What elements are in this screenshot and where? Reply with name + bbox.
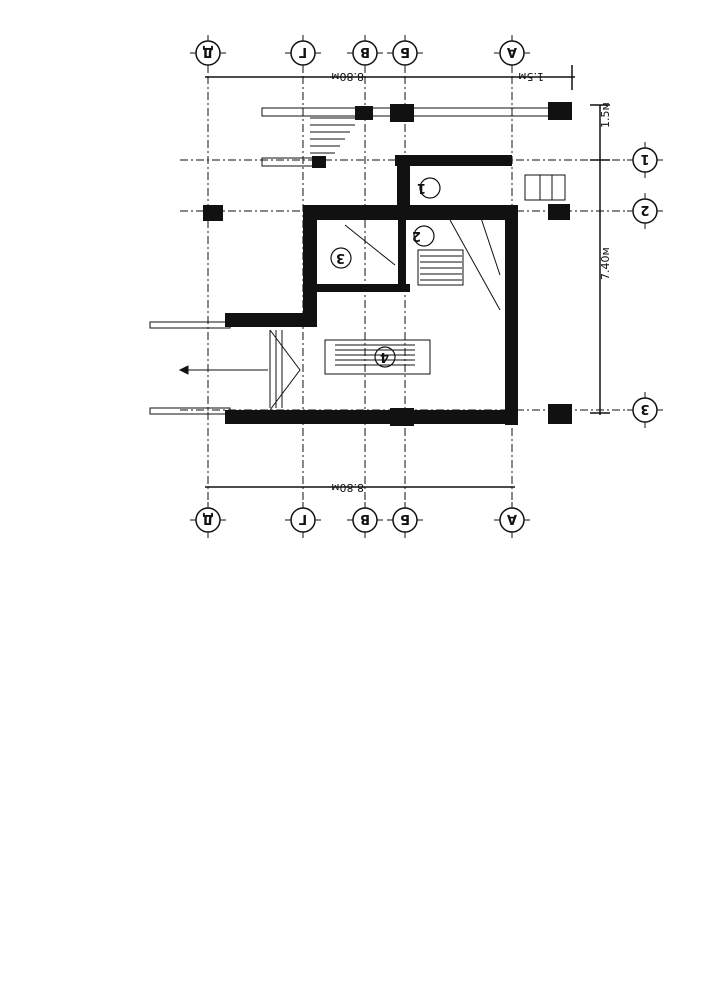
- axis-bottom-3-label: Б: [400, 511, 410, 526]
- dim-right-length: 7.40м: [599, 247, 612, 280]
- dim-top-width: 8.80м: [331, 70, 364, 83]
- axis-top-2: В: [347, 35, 383, 71]
- axis-bottom-4-label: А: [507, 511, 517, 526]
- axis-bottom-0-label: Д: [202, 511, 214, 526]
- dim-right-offset: 1.5м: [599, 102, 612, 128]
- room-2-label: 2: [412, 228, 421, 243]
- axis-top-3: Б: [387, 35, 423, 71]
- stairs-and-outlines: [149, 107, 566, 415]
- dimension-lines: [205, 65, 610, 488]
- axis-bottom-1-label: Г: [299, 511, 307, 526]
- room-1-label: 1: [417, 180, 426, 195]
- axis-bottom-1: Г: [285, 502, 321, 538]
- axis-top-1-label: Г: [299, 44, 307, 59]
- room-circles: [330, 177, 441, 368]
- axis-bottom-4: А: [494, 502, 530, 538]
- axis-right-2: 2: [627, 193, 663, 229]
- axis-bottom-2: В: [347, 502, 383, 538]
- dim-top-offset: 1.5м: [518, 70, 544, 83]
- axis-bottom-3: Б: [387, 502, 423, 538]
- axis-bottom-0: Д: [190, 502, 226, 538]
- axis-top-0-label: Д: [202, 44, 214, 59]
- axis-top-1: Г: [285, 35, 321, 71]
- axis-bottom-2-label: В: [360, 511, 370, 526]
- axis-top-2-label: В: [360, 44, 370, 59]
- axis-top-4: А: [494, 35, 530, 71]
- axis-top-0: Д: [190, 35, 226, 71]
- dim-bottom-width: 8.80м: [331, 481, 364, 494]
- walls: [225, 155, 518, 425]
- axis-right-3-label: 3: [640, 401, 649, 416]
- axis-right-3: 3: [627, 392, 663, 428]
- room-3-label: 3: [336, 250, 345, 265]
- axis-markers: Д Д Г Г В В Б Б А А 1 2 3: [190, 35, 663, 538]
- room-4-label: 4: [380, 349, 389, 364]
- axis-top-3-label: Б: [400, 44, 410, 59]
- axis-right-1-label: 1: [640, 151, 649, 166]
- axis-top-4-label: А: [507, 44, 517, 59]
- axis-right-1: 1: [627, 142, 663, 178]
- axis-right-2-label: 2: [640, 202, 649, 217]
